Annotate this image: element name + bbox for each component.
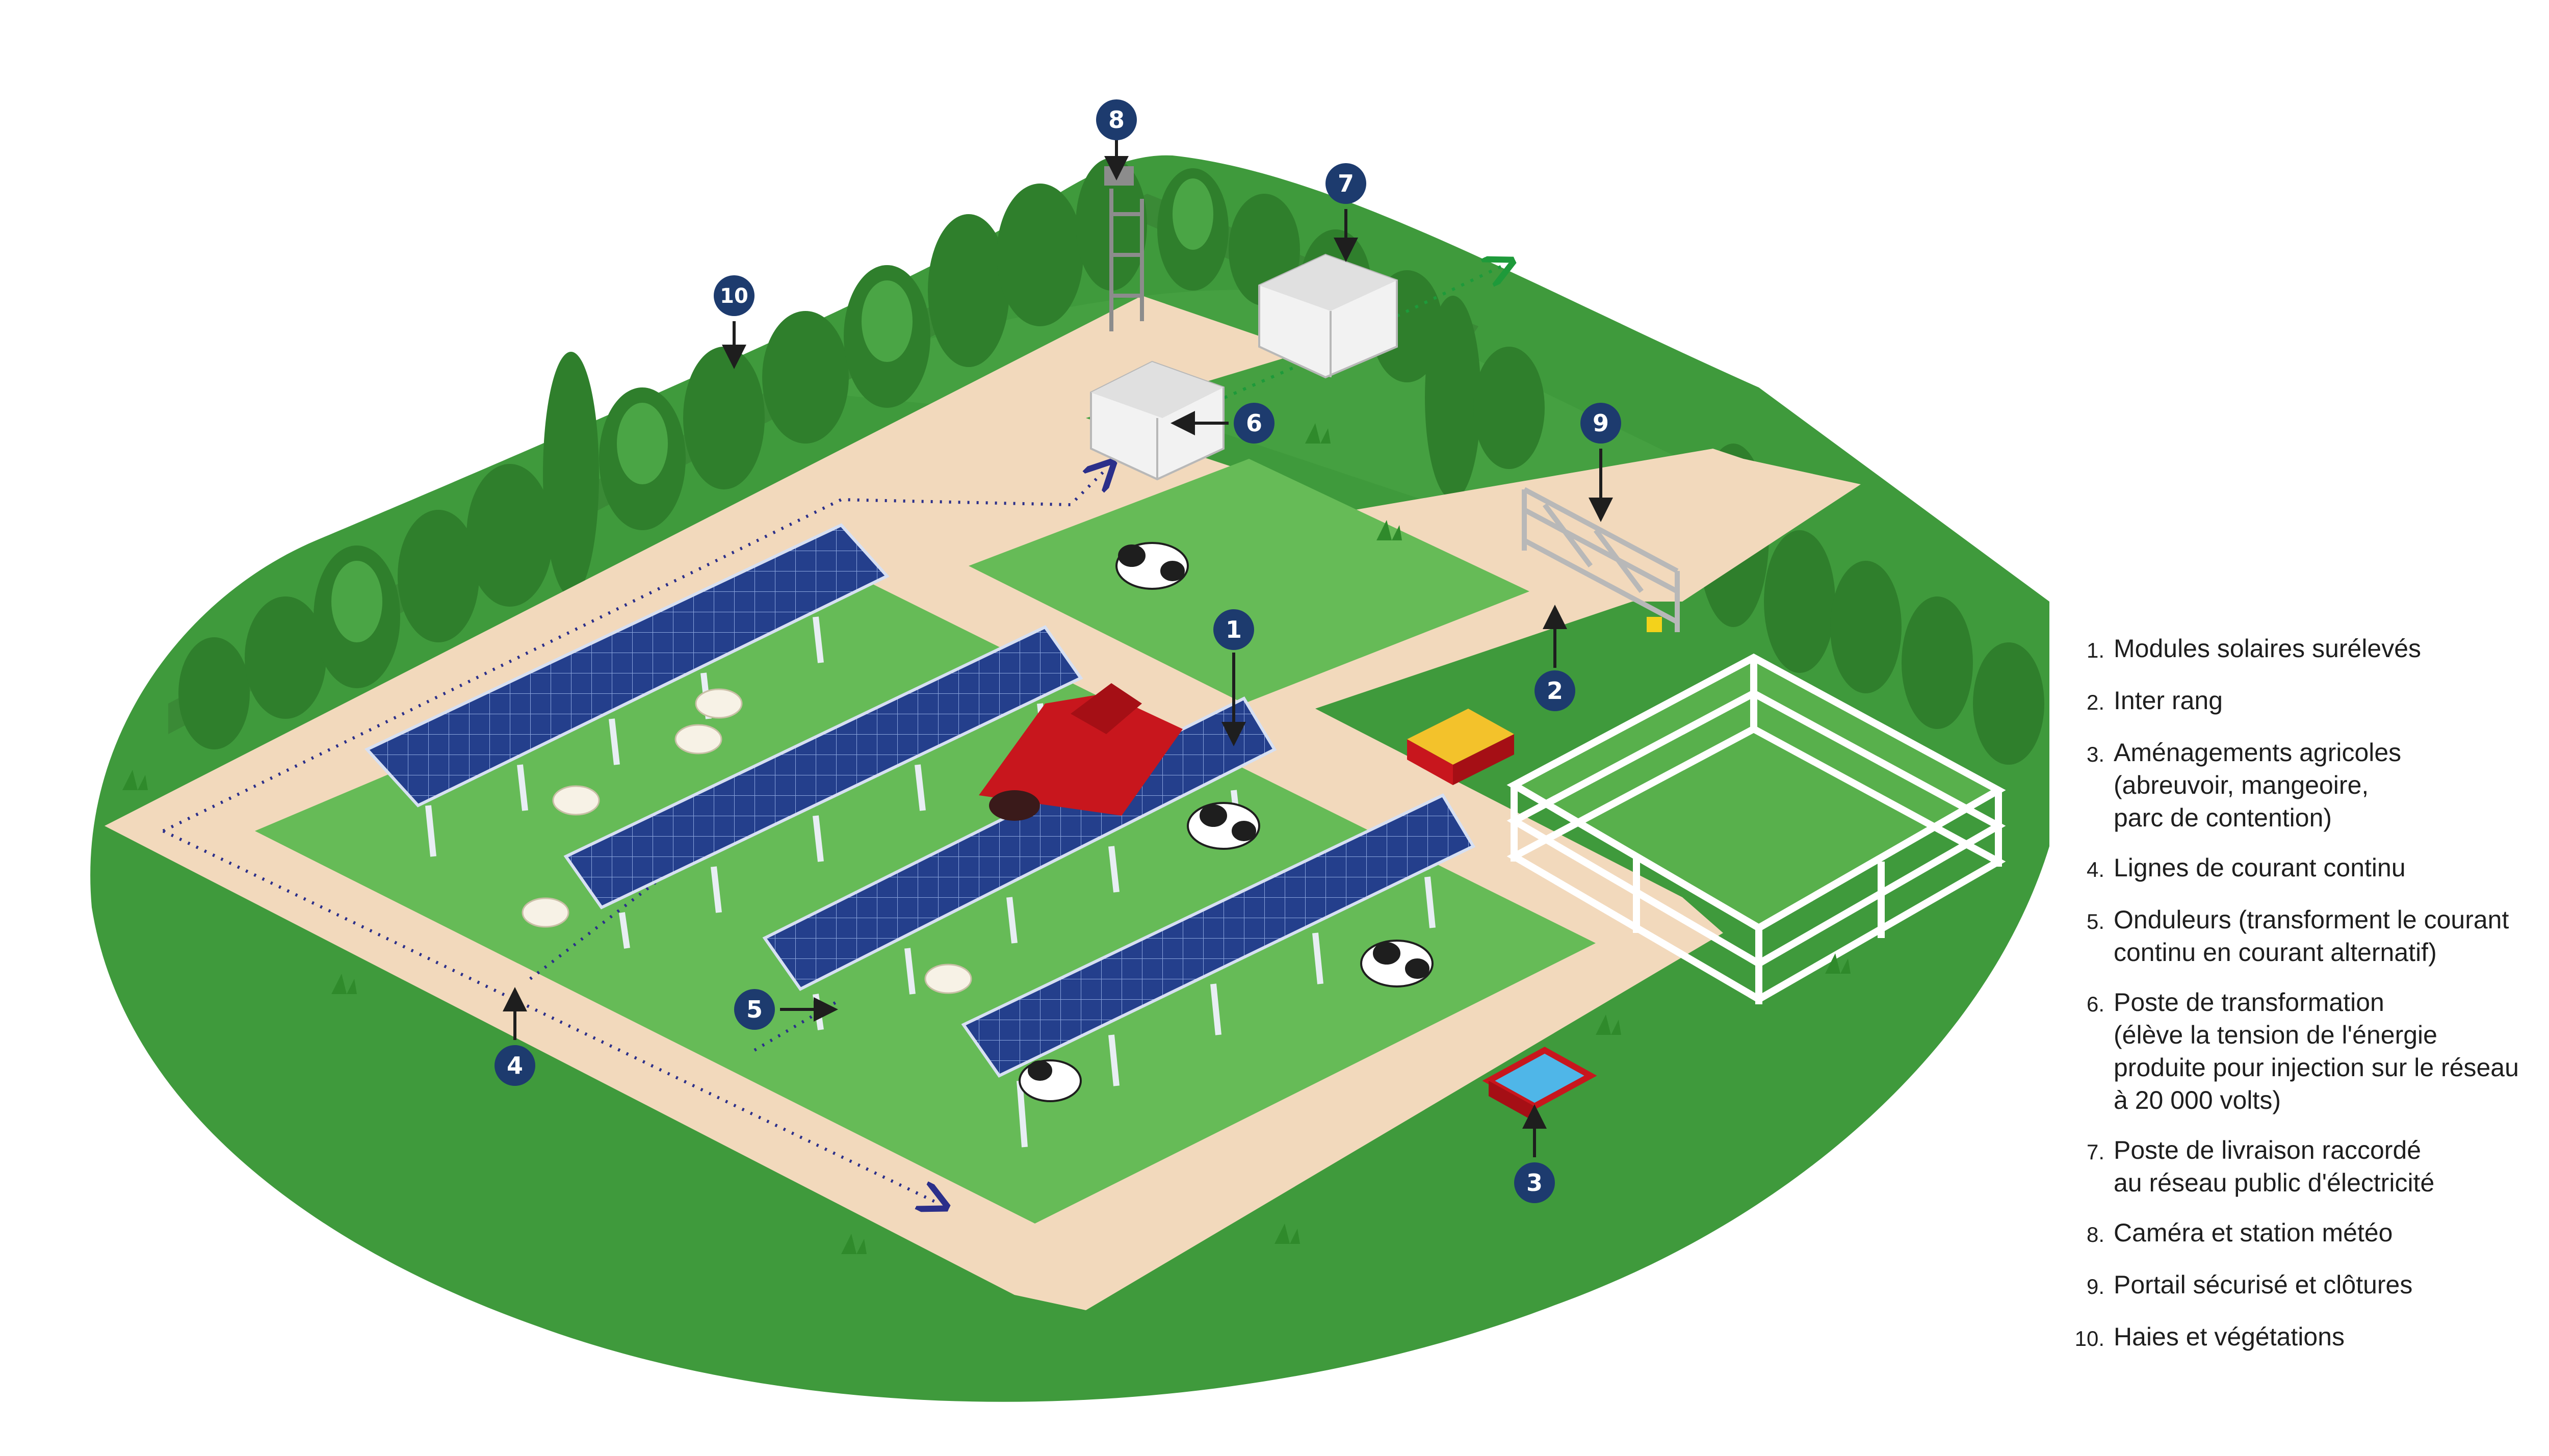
svg-text:3: 3 [1526,1169,1543,1197]
legend-item-1: 1. Modules solaires surélevés [2060,632,2549,667]
marker-6: 6 [1234,403,1274,444]
legend-number: 10. [2074,1327,2104,1350]
numbered-markers: 1 2 3 4 5 6 7 8 9 10 [495,99,1621,1203]
legend-number: 7. [2086,1140,2104,1164]
legend-item-10: 10. Haies et végétations [2060,1320,2549,1355]
marker-2: 2 [1534,670,1575,711]
delivery-station-building [1258,253,1398,379]
legend-text: continu en courant alternatif) [2114,938,2437,967]
legend-text: à 20 000 volts) [2114,1086,2281,1114]
legend-number: 4. [2086,857,2104,881]
svg-text:10: 10 [720,284,748,308]
legend-item-3: 3. Aménagements agricoles (abreuvoir, ma… [2060,736,2549,834]
legend-number: 8. [2086,1223,2104,1246]
legend-text: Haies et végétations [2114,1322,2345,1351]
legend-text: (élève la tension de l'énergie [2114,1021,2437,1049]
legend-text: Onduleurs (transforment le courant [2114,905,2509,934]
legend-number: 3. [2086,742,2104,766]
legend-text: Caméra et station météo [2114,1218,2393,1247]
legend-text: au réseau public d'électricité [2114,1168,2435,1197]
panel-row-1 [365,523,890,857]
marker-4: 4 [495,1045,535,1086]
legend-text: Modules solaires surélevés [2114,634,2422,663]
grass-tufts [122,423,1851,1254]
svg-text:9: 9 [1593,409,1609,437]
svg-text:5: 5 [746,996,763,1023]
legend-item-2: 2. Inter rang [2060,684,2549,719]
tractor [979,683,1183,821]
legend-item-5: 5. Onduleurs (transforment le courant co… [2060,903,2549,969]
svg-text:4: 4 [507,1052,523,1079]
svg-text:8: 8 [1108,106,1125,134]
panel-row-2 [563,625,1083,949]
legend-item-6: 6. Poste de transformation (élève la ten… [2060,986,2549,1116]
transformer-station-building [1090,360,1225,481]
svg-text:6: 6 [1246,409,1262,437]
marker-9: 9 [1580,403,1621,444]
legend-text: (abreuvoir, mangeoire, [2114,771,2369,799]
legend-number: 5. [2086,909,2104,933]
svg-text:1: 1 [1226,616,1242,643]
legend-text: Aménagements agricoles [2114,738,2402,767]
marker-3: 3 [1514,1162,1555,1203]
containment-pen [1506,654,2006,1004]
secure-gate [1522,487,1680,632]
marker-5: 5 [734,989,775,1030]
cows [1019,542,1434,1102]
legend-number: 1. [2086,638,2104,662]
marker-1: 1 [1213,609,1254,650]
callout-arrows [503,138,1613,1157]
legend-number: 6. [2086,992,2104,1016]
legend-text: produite pour injection sur le réseau [2114,1053,2519,1082]
svg-text:2: 2 [1547,677,1563,705]
legend-item-7: 7. Poste de livraison raccordé au réseau… [2060,1134,2549,1199]
legend-text: Portail sécurisé et clôtures [2114,1270,2413,1299]
legend-text: Inter rang [2114,686,2223,715]
svg-text:7: 7 [1338,170,1354,197]
marker-10: 10 [714,275,755,316]
legend: 1. Modules solaires surélevés 2. Inter r… [2060,632,2549,1372]
legend-text: parc de contention) [2114,803,2332,832]
legend-text: Lignes de courant continu [2114,853,2406,882]
legend-text: Poste de transformation [2114,988,2384,1017]
legend-text: Poste de livraison raccordé [2114,1136,2422,1164]
feeder [1407,709,1514,785]
marker-7: 7 [1325,163,1366,204]
legend-item-8: 8. Caméra et station météo [2060,1216,2549,1251]
legend-item-4: 4. Lignes de courant continu [2060,851,2549,886]
legend-item-9: 9. Portail sécurisé et clôtures [2060,1268,2549,1303]
marker-8: 8 [1096,99,1137,140]
legend-number: 9. [2086,1275,2104,1298]
panel-row-4 [961,793,1476,1148]
legend-number: 2. [2086,690,2104,714]
